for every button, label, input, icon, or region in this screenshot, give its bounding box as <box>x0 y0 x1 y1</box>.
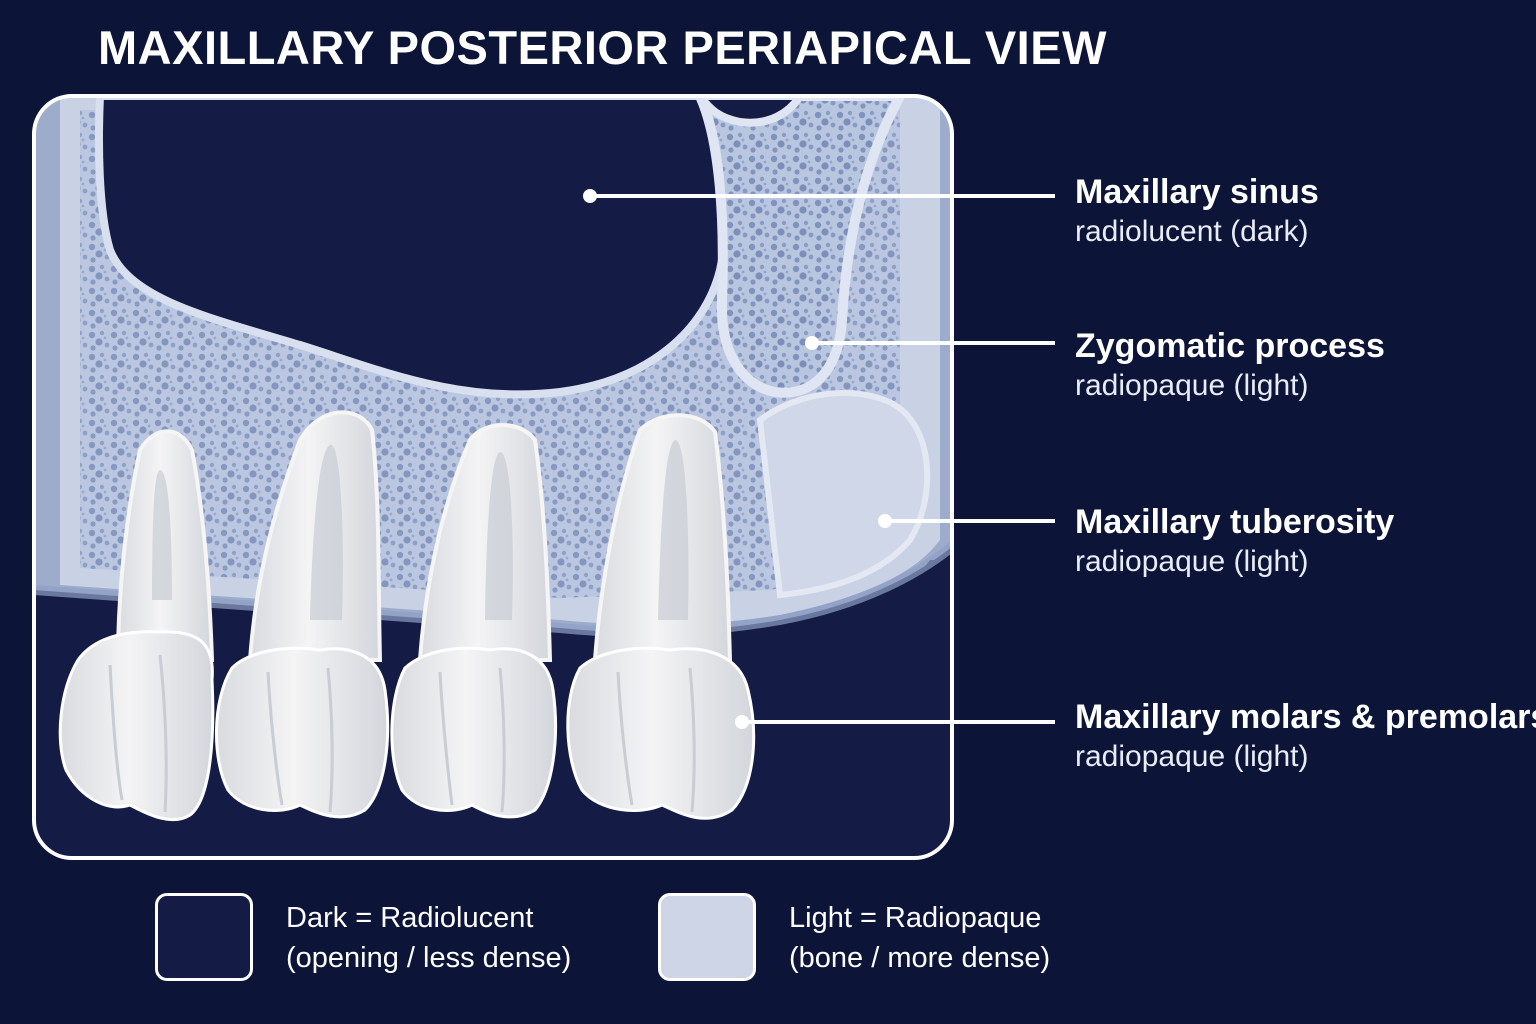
legend-swatch-dark <box>155 893 253 981</box>
zygomatic-process <box>692 96 909 398</box>
label-name: Maxillary sinus <box>1075 173 1319 211</box>
legend-text-light: Light = Radiopaque (bone / more dense) <box>789 898 1050 978</box>
label-maxillary-tuberosity: Maxillary tuberosity radiopaque (light) <box>1075 502 1394 582</box>
label-name: Zygomatic process <box>1075 327 1385 365</box>
legend-dark-line1: Dark = Radiolucent <box>286 902 534 934</box>
leader-lines <box>583 189 1055 729</box>
leader-dot-teeth <box>735 715 749 729</box>
legend-swatch-light <box>658 893 756 981</box>
tooth-4 <box>566 413 756 820</box>
tooth-1 <box>58 429 215 822</box>
tooth-3 <box>390 423 558 819</box>
maxillary-tuberosity <box>756 390 931 599</box>
leader-dot-zygomatic <box>805 336 819 350</box>
leader-dot-tuberosity <box>878 514 892 528</box>
label-desc: radiolucent (dark) <box>1075 215 1309 248</box>
maxillary-teeth <box>58 410 756 822</box>
label-desc: radiopaque (light) <box>1075 740 1309 773</box>
page-title: MAXILLARY POSTERIOR PERIAPICAL VIEW <box>98 21 1107 74</box>
legend-text-dark: Dark = Radiolucent (opening / less dense… <box>286 898 571 978</box>
label-name: Maxillary tuberosity <box>1075 503 1395 541</box>
tooth-2 <box>215 410 390 819</box>
legend-dark-line2: (opening / less dense) <box>286 942 572 974</box>
leader-dot-sinus <box>583 189 597 203</box>
label-name: Maxillary molars & premolars <box>1075 698 1536 736</box>
legend-light-line2: (bone / more dense) <box>789 942 1051 974</box>
label-maxillary-teeth: Maxillary molars & premolars radiopaque … <box>1075 697 1536 777</box>
label-zygomatic-process: Zygomatic process radiopaque (light) <box>1075 326 1385 406</box>
label-maxillary-sinus: Maxillary sinus radiolucent (dark) <box>1075 172 1319 252</box>
label-desc: radiopaque (light) <box>1075 369 1309 402</box>
legend-light-line1: Light = Radiopaque <box>789 902 1042 934</box>
radiograph-frame <box>32 94 954 860</box>
label-desc: radiopaque (light) <box>1075 545 1309 578</box>
